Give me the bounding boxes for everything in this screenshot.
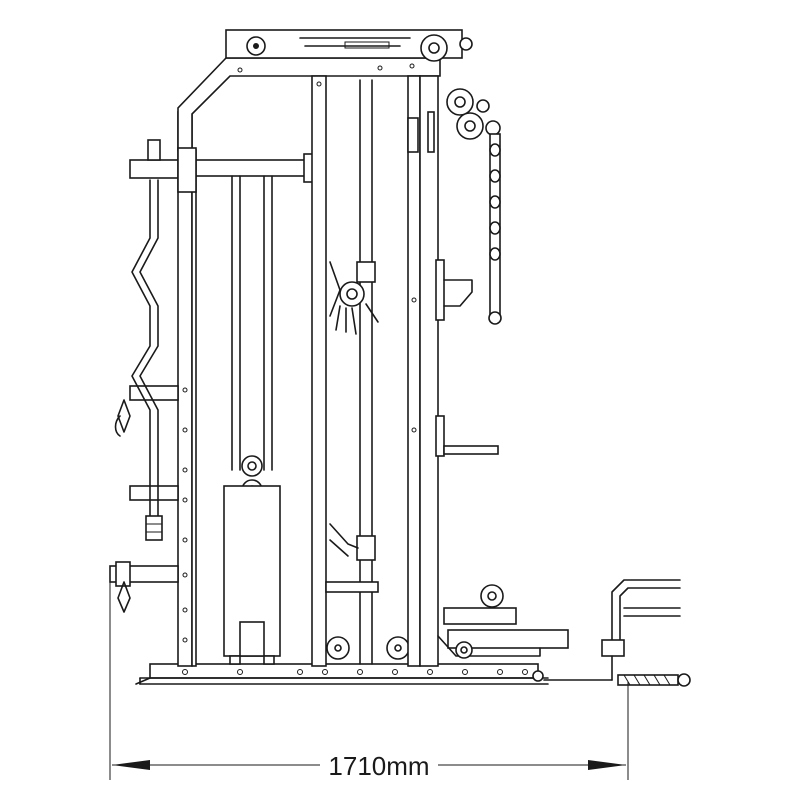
ez-curl-bar	[131, 179, 163, 541]
front-upright	[177, 111, 197, 667]
rear-pulleys	[446, 88, 502, 325]
weight-stack	[223, 175, 281, 665]
floor-cable	[543, 673, 691, 687]
dimension-arrow-right	[588, 760, 626, 770]
base-frame	[135, 663, 549, 685]
leg-roller-attachment	[601, 579, 681, 681]
dimension-label: 1710mm	[328, 751, 429, 781]
smith-guide	[329, 79, 379, 665]
middle-upright	[311, 75, 327, 667]
safety-spotter	[325, 581, 410, 660]
top-crossbar	[177, 147, 315, 193]
dimension-arrow-left	[112, 760, 150, 770]
base-bolts	[182, 669, 528, 675]
hanging-handles	[114, 399, 131, 613]
rear-upright	[407, 75, 445, 667]
weight-storage-horns	[109, 139, 179, 587]
width-dimension: 1710mm	[109, 578, 629, 781]
top-pulleys	[246, 34, 473, 62]
bench	[437, 584, 569, 682]
rear-attachments	[443, 279, 499, 455]
